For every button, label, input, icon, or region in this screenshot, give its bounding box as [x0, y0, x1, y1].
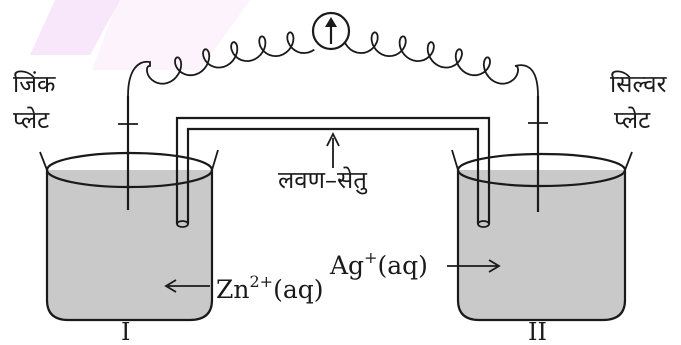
zinc-ion-pointer	[164, 279, 210, 293]
zinc-ion-label: Zn2+(aq)	[216, 272, 324, 304]
salt-bridge-end-right	[477, 220, 490, 228]
beaker-right-rim-lip	[624, 151, 633, 171]
galvanometer-arrow-head	[325, 17, 337, 27]
silver-ion-charge: +	[364, 248, 377, 267]
beaker-right	[451, 96, 633, 322]
beaker-left-label: I	[121, 318, 130, 345]
zinc-plate-label-line2: प्लेट	[13, 106, 50, 134]
galvanometer-dial	[311, 11, 351, 51]
salt-bridge-inner	[186, 127, 480, 224]
salt-bridge-outer	[175, 116, 491, 224]
silver-ion-state: (aq)	[377, 251, 427, 280]
beaker-left-rim-lip	[211, 149, 219, 171]
watermark-band	[92, 0, 250, 70]
watermark-band	[30, 0, 120, 55]
silver-ion-pointer	[447, 259, 501, 273]
beaker-right-solution	[458, 170, 625, 320]
silver-plate-label-line1: सिल्वर	[610, 70, 668, 98]
beaker-left-wall	[45, 170, 214, 322]
external-wire	[127, 31, 539, 97]
silver-ion-label: Ag+(aq)	[329, 248, 428, 280]
silver-plate-label-line2: प्लेट	[614, 106, 651, 134]
salt-bridge-end-left	[176, 220, 189, 228]
zinc-plate-label-line1: जिंक	[13, 70, 56, 98]
salt-bridge	[175, 116, 491, 228]
beaker-right-wall	[456, 170, 627, 322]
galvanometer	[311, 11, 351, 51]
zinc-ion-charge: 2+	[249, 272, 273, 291]
zinc-ion-symbol: Zn	[216, 275, 249, 304]
silver-ion-symbol: Ag	[329, 251, 364, 280]
beaker-right-label: II	[528, 318, 547, 345]
zinc-ion-state: (aq)	[273, 275, 323, 304]
salt-bridge-pointer-head	[326, 131, 340, 147]
beaker-left-rim-lip	[39, 151, 48, 171]
beaker-right-rim-lip	[451, 149, 459, 171]
salt-bridge-label: लवण–सेतु	[278, 166, 368, 195]
